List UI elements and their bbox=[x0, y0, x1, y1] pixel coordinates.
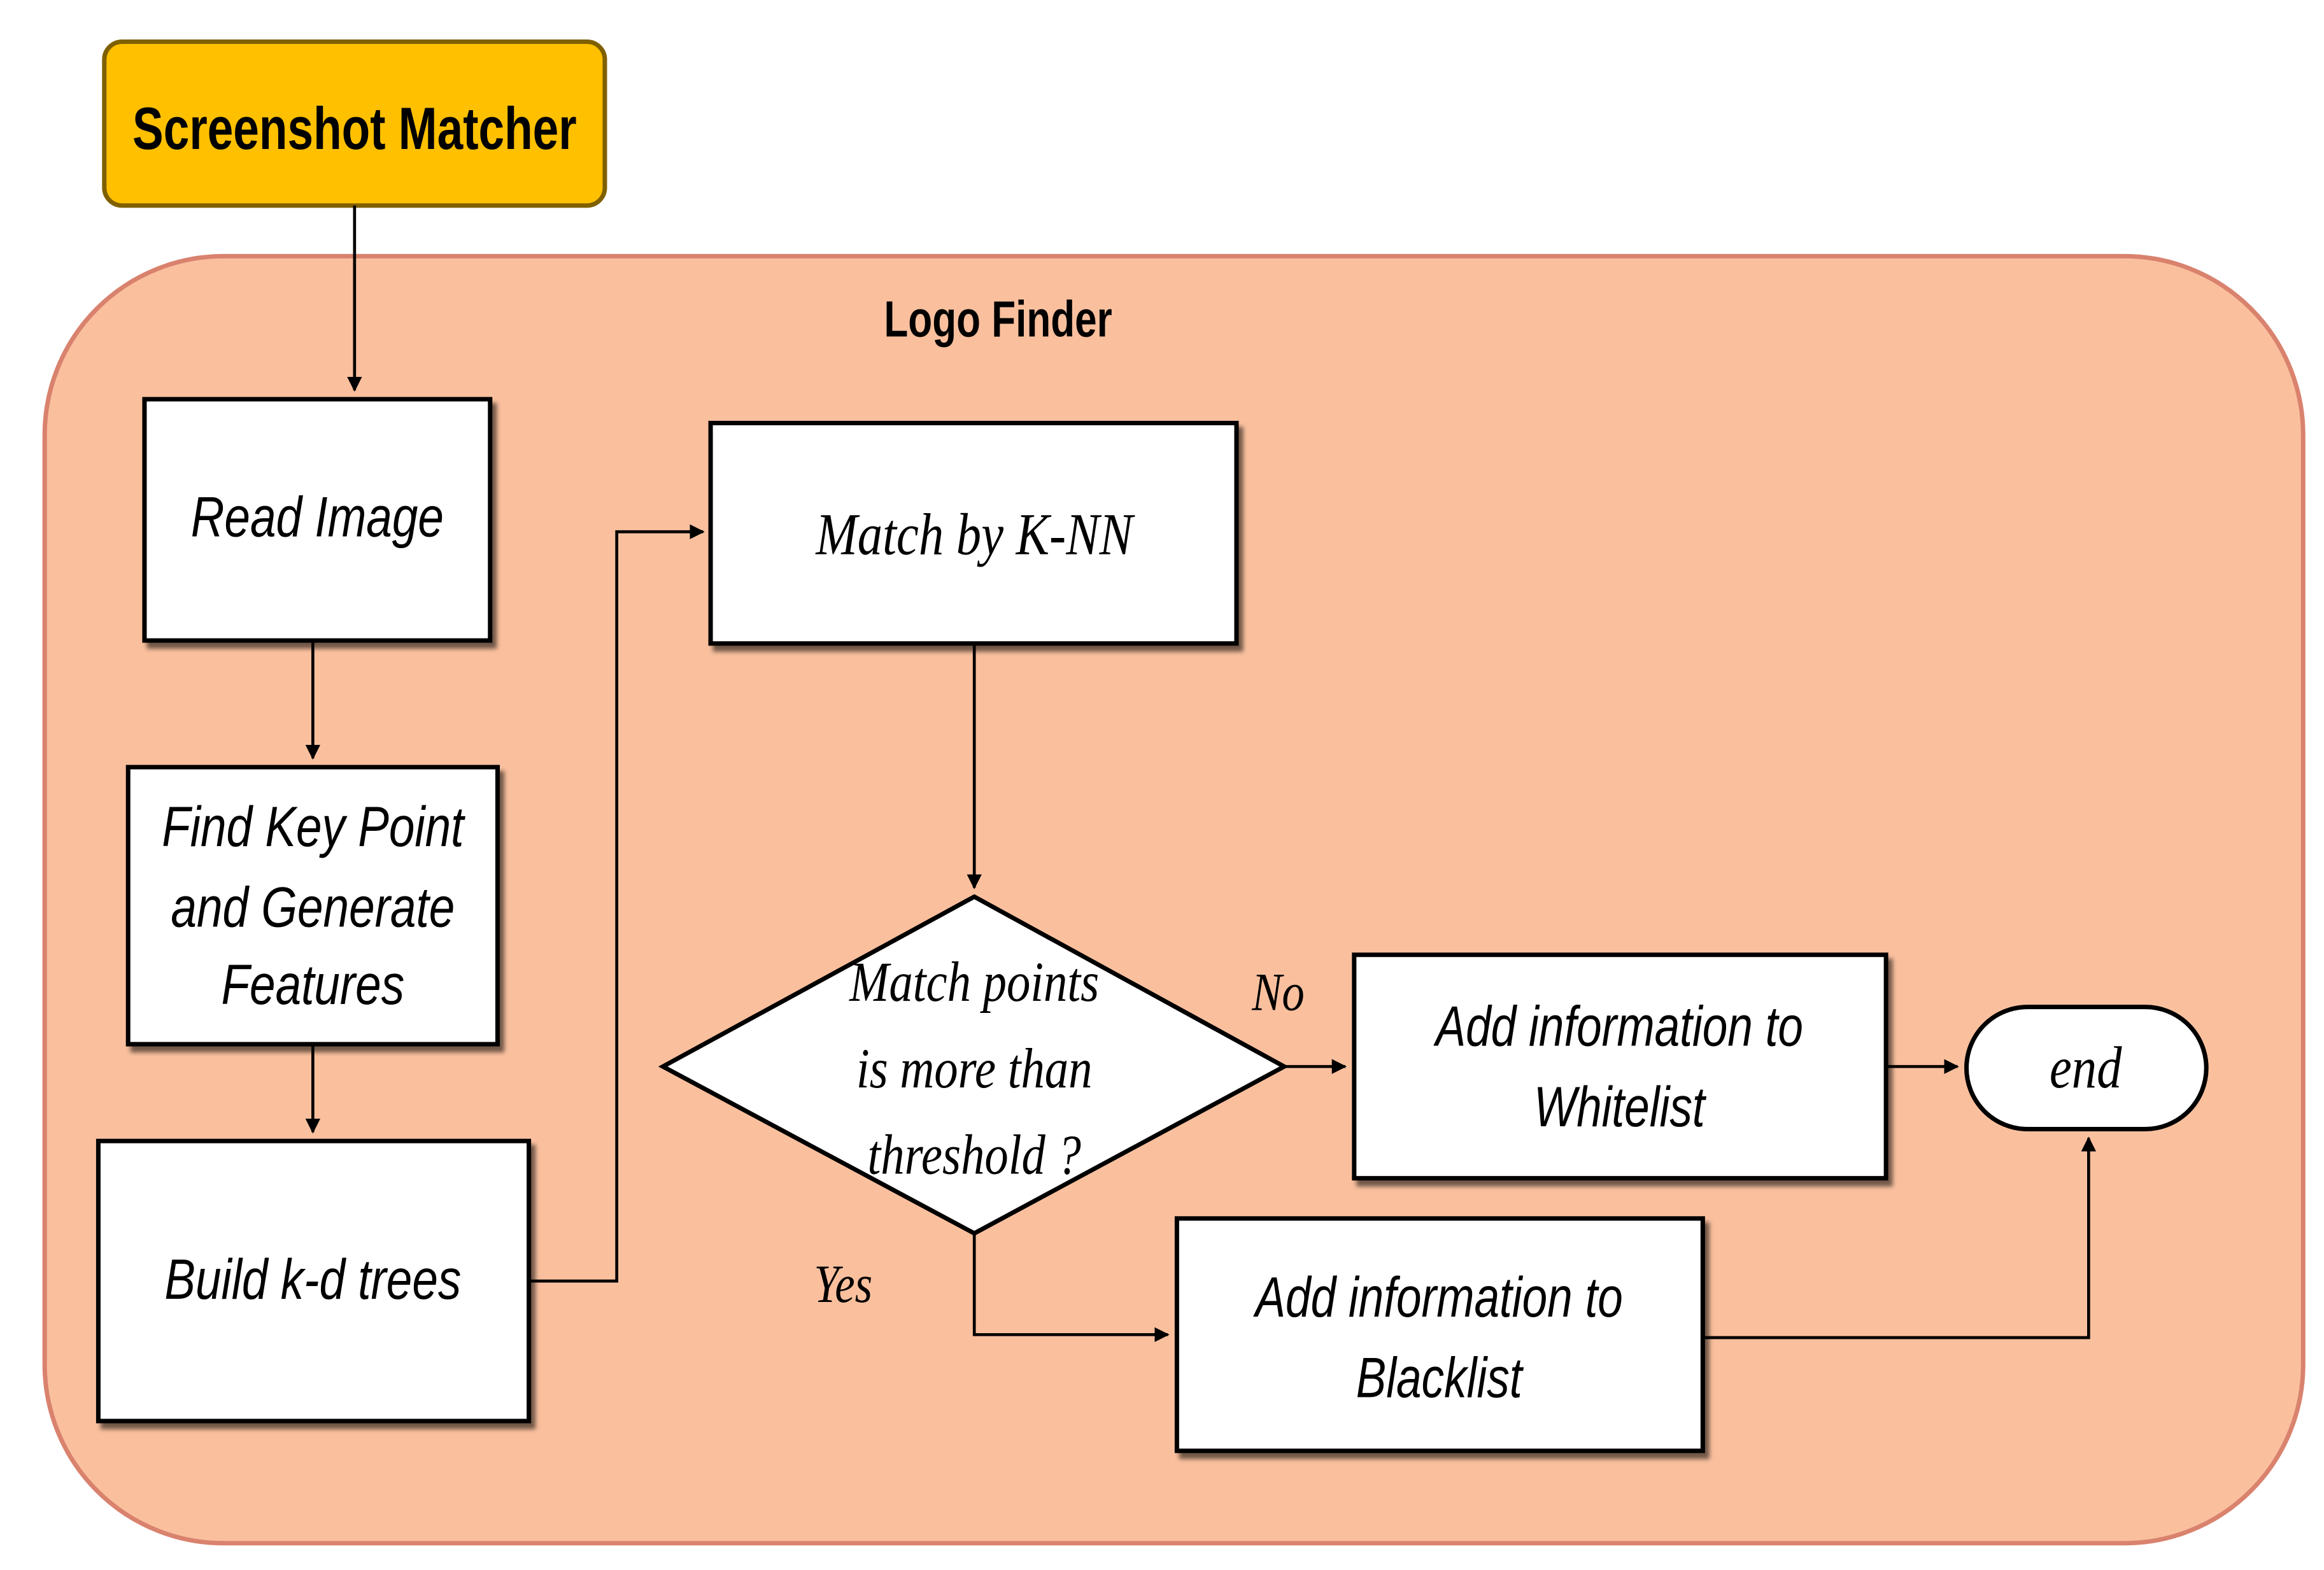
build-kd-trees-label: Build k-d trees bbox=[164, 1248, 461, 1312]
read-image-box bbox=[142, 397, 493, 643]
end-terminator bbox=[1964, 1005, 2209, 1131]
decision-label-line1: Match points bbox=[849, 951, 1099, 1014]
match-knn-node: Match by K-NN bbox=[708, 420, 1239, 646]
yes-edge-label: Yes bbox=[814, 1254, 872, 1313]
edge-blacklist-to-end bbox=[1703, 1136, 2097, 1340]
screenshot-matcher-node: Screenshot Matcher bbox=[102, 39, 607, 208]
end-node: end bbox=[1964, 1005, 2209, 1131]
logo-finder-container: Logo Finder bbox=[42, 253, 2306, 1546]
blacklist-label-line2: Blacklist bbox=[1356, 1347, 1524, 1410]
logo-finder-background bbox=[42, 253, 2306, 1546]
threshold-decision-node: Match points is more than threshold ? bbox=[658, 894, 1289, 1236]
blacklist-label-line1: Add information to bbox=[1253, 1266, 1623, 1329]
find-key-point-label-line2: and Generate bbox=[171, 875, 455, 939]
whitelist-label-line2: Whitelist bbox=[1534, 1075, 1707, 1138]
edge-build-kd-to-match-knn bbox=[528, 524, 705, 1283]
blacklist-node: Add information to Blacklist bbox=[1174, 1216, 1705, 1453]
build-kd-trees-box bbox=[96, 1138, 532, 1424]
decision-label-line2: is more than bbox=[856, 1037, 1093, 1100]
find-key-point-node: Find Key Point and Generate Features bbox=[125, 765, 500, 1047]
build-kd-trees-node: Build k-d trees bbox=[96, 1138, 532, 1424]
end-label: end bbox=[2050, 1035, 2122, 1101]
screenshot-matcher-label: Screenshot Matcher bbox=[132, 95, 577, 162]
edge-decision-to-blacklist bbox=[972, 1233, 1170, 1343]
whitelist-box bbox=[1352, 952, 1888, 1181]
find-key-point-label-line3: Features bbox=[221, 953, 404, 1017]
find-key-point-label-line1: Find Key Point bbox=[162, 795, 465, 859]
find-key-point-box bbox=[125, 765, 500, 1047]
logo-finder-title: Logo Finder bbox=[884, 291, 1112, 348]
decision-label-line3: threshold ? bbox=[868, 1124, 1081, 1187]
whitelist-node: Add information to Whitelist bbox=[1352, 952, 1888, 1181]
match-knn-label: Match by K-NN bbox=[815, 501, 1136, 567]
no-edge-label: No bbox=[1251, 963, 1304, 1022]
whitelist-label-line1: Add information to bbox=[1433, 995, 1803, 1058]
blacklist-box bbox=[1174, 1216, 1705, 1453]
read-image-node: Read Image bbox=[142, 397, 493, 643]
read-image-label: Read Image bbox=[191, 485, 444, 549]
